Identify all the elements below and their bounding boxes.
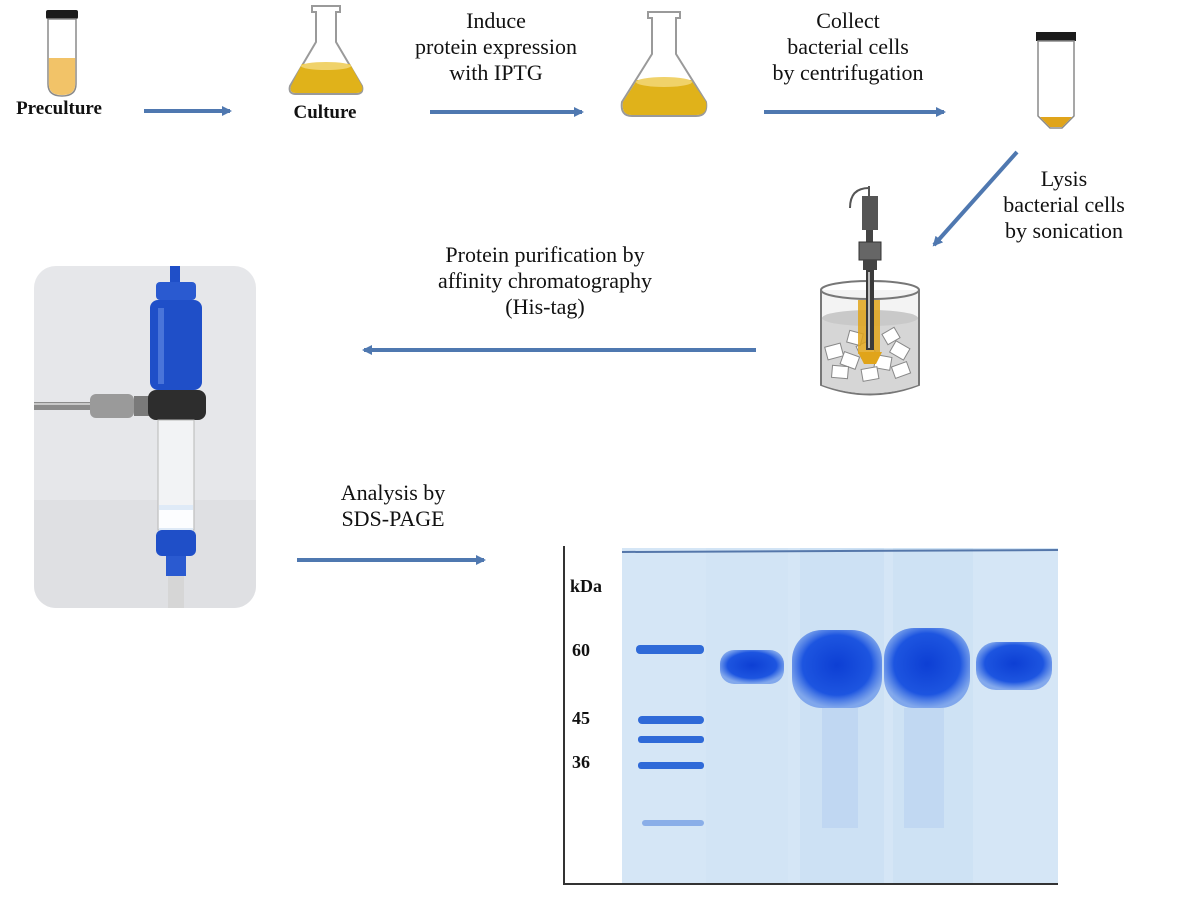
purification-line-3: (His-tag): [505, 294, 585, 319]
lysis-label: Lysis bacterial cells by sonication: [984, 166, 1144, 244]
ladder-band-45: [638, 716, 704, 724]
ladder-band-low: [642, 820, 704, 826]
induce-line-2: protein expression: [415, 34, 577, 59]
collect-line-1: Collect: [816, 8, 880, 33]
culture-label: Culture: [293, 102, 357, 123]
centrifuge-tube-icon: [1036, 32, 1076, 129]
preculture-tube-icon: [46, 10, 78, 97]
ladder-band-36: [638, 762, 704, 769]
preculture-label: Preculture: [16, 98, 102, 119]
sample-band-1: [720, 650, 784, 684]
induce-label: Induce protein expression with IPTG: [386, 8, 606, 86]
purification-line-2: affinity chromatography: [437, 268, 653, 293]
arrow-collect-to-lysis: [932, 150, 1019, 247]
purification-line-1: Protein purification by: [445, 242, 645, 267]
sample-band-2: [792, 630, 882, 708]
lysis-line-1: Lysis: [1040, 166, 1088, 191]
sonicator-icon: [820, 186, 920, 396]
induced-flask-icon: [620, 11, 708, 117]
lysis-line-3: by sonication: [1005, 218, 1123, 243]
sds-page-gel: [563, 546, 1059, 885]
collect-line-2: bacterial cells: [787, 34, 909, 59]
lysis-line-2: bacterial cells: [1003, 192, 1125, 217]
marker-60-label: 60: [572, 640, 590, 660]
ladder-band-60: [636, 645, 704, 654]
arrows: [144, 106, 1019, 565]
induce-line-1: Induce: [466, 8, 526, 33]
marker-45-label: 45: [572, 708, 590, 728]
sample-band-4: [976, 642, 1052, 690]
analysis-label: Analysis by SDS-PAGE: [318, 480, 468, 532]
analysis-line-1: Analysis by: [340, 480, 446, 505]
sample-band-3: [884, 628, 970, 708]
collect-label: Collect bacterial cells by centrifugatio…: [740, 8, 956, 86]
collect-line-3: by centrifugation: [772, 60, 924, 85]
culture-flask-icon: [288, 5, 364, 95]
analysis-line-2: SDS-PAGE: [341, 506, 445, 531]
ladder-band-40: [638, 736, 704, 743]
marker-36-label: 36: [572, 752, 590, 772]
purification-label: Protein purification by affinity chromat…: [410, 242, 680, 320]
gel-unit-label: kDa: [570, 576, 603, 596]
induce-line-3: with IPTG: [449, 60, 543, 85]
chromatography-column-photo: [34, 266, 256, 608]
